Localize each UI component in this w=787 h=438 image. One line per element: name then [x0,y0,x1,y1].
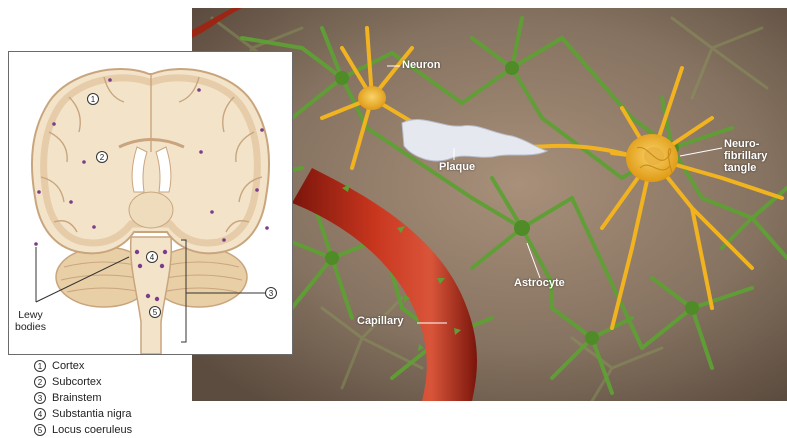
legend-number: 2 [34,376,46,388]
label-neurofibrillary-line1: Neuro- [724,138,767,150]
legend-label: Brainstem [52,392,102,404]
label-plaque: Plaque [439,161,475,173]
marker-3: 3 [265,287,277,299]
label-lewy-bodies: Lewy bodies [15,309,46,333]
label-lewy-line1: Lewy [15,309,46,321]
legend: 1 Cortex 2 Subcortex 3 Brainstem 4 Subst… [34,358,132,438]
legend-label: Substantia nigra [52,408,132,420]
legend-number: 5 [34,424,46,436]
label-lewy-line2: bodies [15,321,46,333]
marker-2: 2 [96,151,108,163]
label-neuron: Neuron [402,59,441,71]
legend-label: Cortex [52,360,84,372]
legend-number: 4 [34,408,46,420]
legend-item-substantia-nigra: 4 Substantia nigra [34,406,132,422]
marker-1: 1 [87,93,99,105]
brain-section-panel: 1 2 3 4 5 Lewy bodies [8,51,293,355]
legend-item-brainstem: 3 Brainstem [34,390,132,406]
legend-number: 3 [34,392,46,404]
marker-4: 4 [146,251,158,263]
legend-number: 1 [34,360,46,372]
label-neurofibrillary-tangle: Neuro- fibrillary tangle [724,138,767,174]
legend-item-locus-coeruleus: 5 Locus coeruleus [34,422,132,438]
legend-item-subcortex: 2 Subcortex [34,374,132,390]
label-neurofibrillary-line2: fibrillary [724,150,767,162]
legend-item-cortex: 1 Cortex [34,358,132,374]
legend-label: Subcortex [52,376,102,388]
label-astrocyte: Astrocyte [514,277,565,289]
label-capillary: Capillary [357,315,403,327]
marker-5: 5 [149,306,161,318]
label-neurofibrillary-line3: tangle [724,162,767,174]
legend-label: Locus coeruleus [52,424,132,436]
